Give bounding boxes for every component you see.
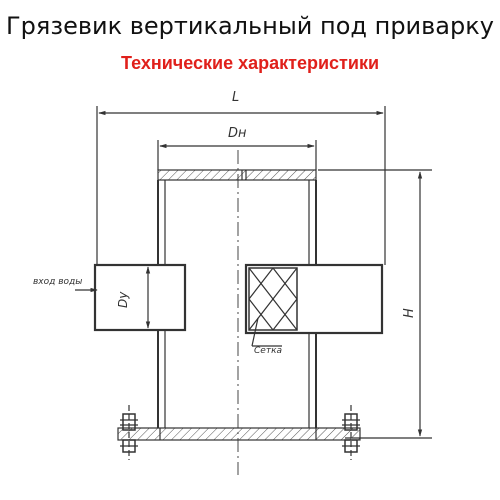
bottom-flange <box>117 427 361 441</box>
bolt-left <box>120 405 138 460</box>
length-label: L <box>232 90 239 105</box>
length-dimension <box>96 106 386 265</box>
outlet-pipe <box>244 263 384 347</box>
mesh-label: Сетка <box>254 346 282 356</box>
nominal-diameter-label: Dу <box>116 291 130 308</box>
inlet-pipe <box>75 263 187 332</box>
outer-diameter-dimension <box>157 140 317 170</box>
page-subtitle: Технические характеристики <box>120 53 380 73</box>
height-dimension <box>318 169 432 439</box>
water-inlet-label: вход воды <box>33 277 82 287</box>
vessel-body <box>157 169 317 428</box>
bolt-right <box>342 405 360 460</box>
outer-diameter-label: Dн <box>228 126 247 141</box>
page-title: Грязевик вертикальный под приварку <box>6 12 494 40</box>
height-label: H <box>402 308 417 318</box>
